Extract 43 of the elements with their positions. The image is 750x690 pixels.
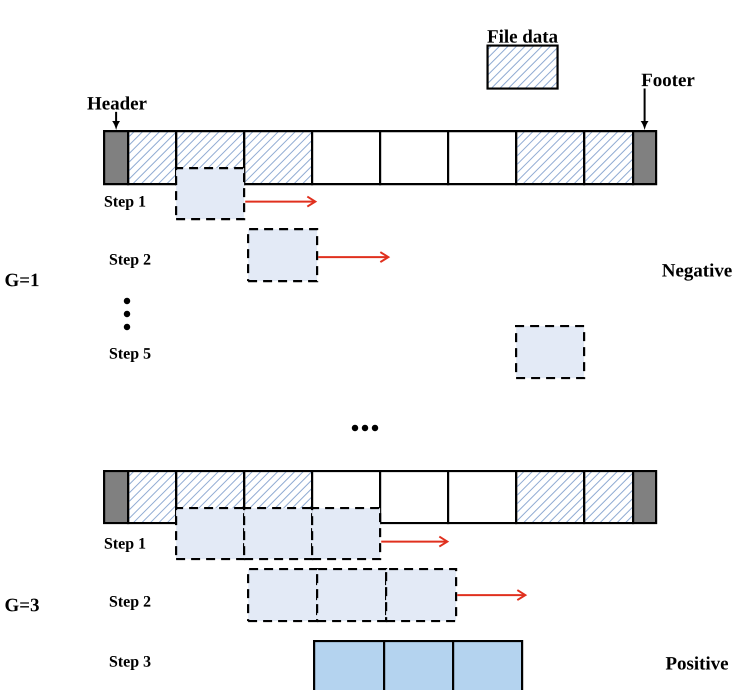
end-cell xyxy=(632,470,658,524)
data-cell xyxy=(515,130,586,186)
window-box xyxy=(247,228,318,282)
data-cell xyxy=(243,130,314,186)
leader-arrow xyxy=(112,112,120,128)
step-label: Step 5 xyxy=(110,348,150,362)
part-label: Header xyxy=(87,96,147,110)
data-cell xyxy=(583,130,634,186)
data-cell xyxy=(515,470,586,524)
group-label: G=3 xyxy=(5,598,39,612)
step-label: Step 3 xyxy=(110,656,150,670)
data-cell xyxy=(127,470,178,524)
arrow xyxy=(318,251,390,263)
file-data-box: File data xyxy=(486,29,559,90)
leader-arrow xyxy=(641,88,648,128)
result-label: Positive xyxy=(666,656,728,670)
end-cell xyxy=(632,130,658,186)
arrow xyxy=(457,589,528,601)
window-box xyxy=(247,568,318,622)
data-cell xyxy=(127,130,178,186)
step-label: Step 2 xyxy=(110,596,150,610)
group-label: G=1 xyxy=(5,274,39,286)
match-box xyxy=(452,640,524,690)
window-box xyxy=(316,568,388,622)
window-box xyxy=(311,506,382,560)
arrow xyxy=(245,196,318,208)
result-label: Negative xyxy=(662,263,732,281)
match-box xyxy=(313,640,386,690)
step-label: Step 1 xyxy=(104,196,146,210)
window-box xyxy=(385,568,458,622)
arrow xyxy=(381,536,450,548)
node-label: File data xyxy=(487,29,558,43)
match-box xyxy=(383,640,454,690)
window-box xyxy=(243,506,314,560)
end-cell xyxy=(103,470,130,524)
end-cell xyxy=(103,130,130,186)
part-label: Footer xyxy=(642,74,694,86)
data-cell xyxy=(583,470,634,524)
window-box xyxy=(515,324,586,380)
step-label: Step 1 xyxy=(104,538,146,552)
window-box xyxy=(175,506,246,560)
step-label: Step 2 xyxy=(110,254,150,268)
window-box xyxy=(175,167,246,220)
